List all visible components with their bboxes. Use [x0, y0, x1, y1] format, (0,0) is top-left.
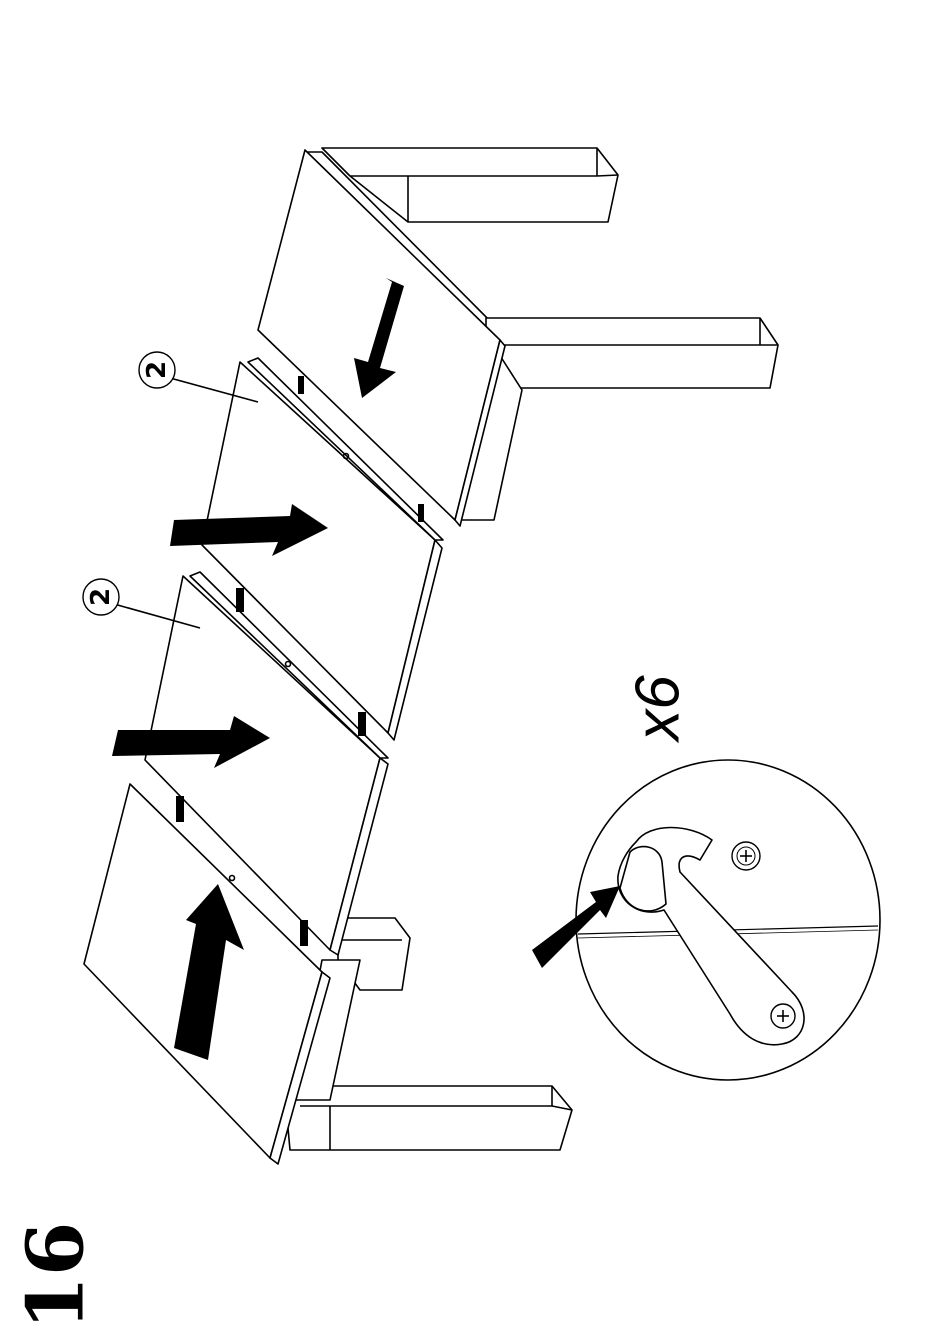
dowel-strip — [358, 712, 366, 736]
callout-label: 2 — [142, 361, 172, 379]
callout-label: 2 — [86, 588, 116, 606]
screw-icon — [732, 842, 760, 870]
quantity-label: x6 — [624, 675, 693, 744]
dowel-strip — [236, 588, 244, 612]
dowel-strip — [418, 504, 424, 522]
dowel-strip — [298, 376, 304, 394]
step-number: 16 — [11, 1222, 102, 1331]
leg-middle — [486, 318, 778, 388]
dowel-strip — [300, 920, 308, 946]
dowel-strip — [176, 796, 184, 822]
detail-view — [532, 760, 880, 1080]
